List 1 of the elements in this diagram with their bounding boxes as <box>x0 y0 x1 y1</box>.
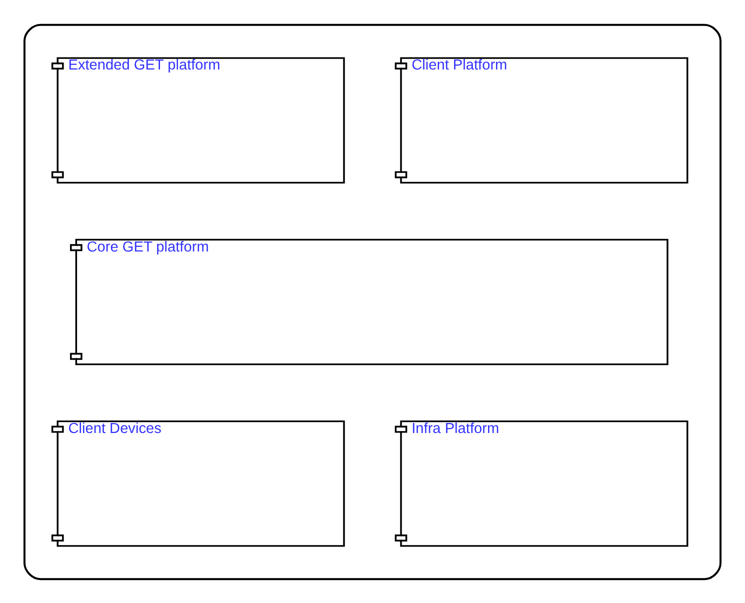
cluster <box>23 23 722 580</box>
